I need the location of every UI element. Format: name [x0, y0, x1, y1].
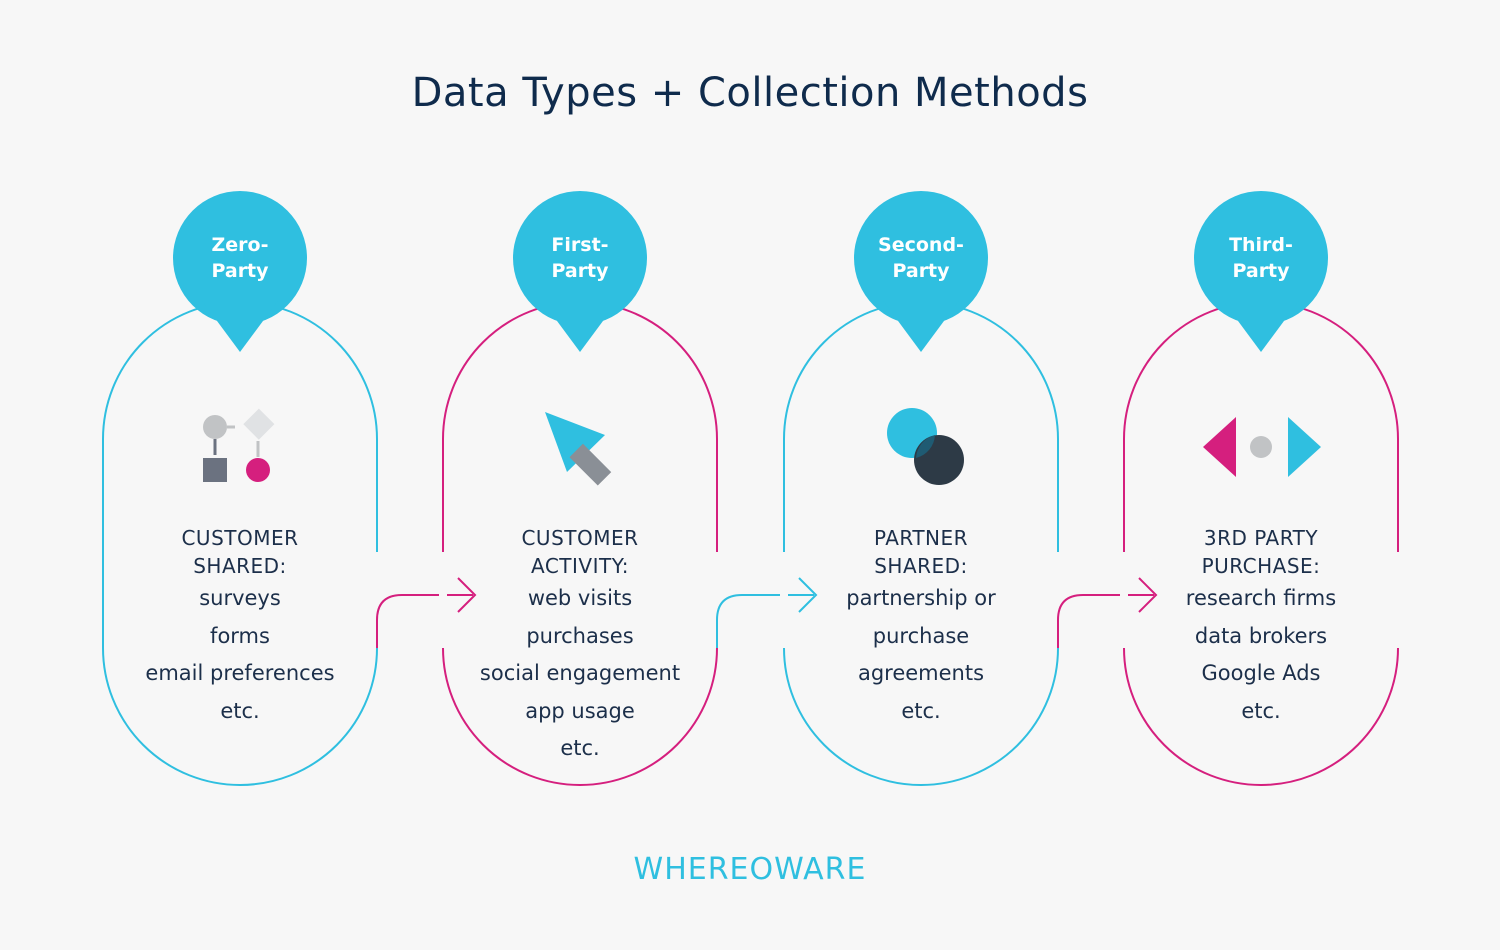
stage-heading: ACTIVITY: [530, 554, 629, 578]
stage-description: CUSTOMER SHARED: surveys forms email prefere… [110, 524, 370, 730]
whereoware-logo: WHEREOWARE [633, 852, 867, 887]
right-triangle [1288, 417, 1321, 477]
dot-shape [246, 458, 270, 482]
stage-heading: SHARED: [193, 554, 287, 578]
stage-list-item: purchase [872, 623, 970, 648]
connector-arrow [376, 594, 473, 648]
stage-heading: SHARED: [874, 554, 968, 578]
stage-card [780, 191, 1059, 786]
stage-card [102, 191, 378, 786]
stage-list-item: research firms [1185, 586, 1337, 610]
stage-type-label: Third- Party [1191, 232, 1331, 284]
stage-heading: CUSTOMER [521, 526, 639, 550]
pointer-shape [545, 412, 605, 472]
outline-gap [780, 552, 788, 648]
outline-gap [1120, 552, 1128, 648]
stage-description: 3RD PARTY PURCHASE: research firms data bro… [1131, 524, 1391, 730]
arrows-dot-icon [1203, 417, 1321, 477]
circle-shape [203, 415, 227, 439]
stage-list-item: etc. [560, 736, 600, 760]
connector-arrow [1057, 594, 1154, 648]
stage-list-item: email preferences [145, 661, 335, 685]
stage-heading: CUSTOMER [181, 526, 299, 550]
label-bubble [854, 191, 988, 325]
stage-list-item: app usage [525, 698, 635, 723]
overlapping-circles-icon [887, 408, 964, 485]
label-bubble [173, 191, 307, 325]
stage-type-label: First- Party [510, 232, 650, 284]
circle-b [914, 435, 964, 485]
page-title: Data Types + Collection Methods [411, 70, 1089, 116]
stage-list-item: forms [210, 623, 270, 648]
stage-list-item: surveys [199, 586, 281, 610]
arrowhead-icon [798, 577, 818, 613]
stage-type-line: Party [1232, 260, 1290, 282]
stage-list-item: etc. [901, 698, 941, 723]
stage-outline [1123, 301, 1399, 786]
label-bubble [513, 191, 647, 325]
stage-type-line: Party [551, 260, 609, 282]
stage-type-line: Zero- [211, 234, 269, 256]
stage-list-item: etc. [1241, 698, 1281, 723]
stage-list-item: social engagement [479, 661, 681, 685]
stage-list-item: partnership or [846, 586, 996, 610]
center-dot [1250, 436, 1272, 458]
stage-type-line: Third- [1229, 234, 1293, 256]
square-shape [203, 458, 227, 482]
pointer-tail [569, 443, 612, 486]
stage-type-line: Party [211, 260, 269, 282]
stage-outline [102, 301, 378, 786]
bubble-pointer [540, 298, 620, 352]
stage-heading: PARTNER [873, 526, 969, 550]
stage-description: PARTNER SHARED: partnership or purchase agre… [791, 524, 1051, 730]
cursor-icon [545, 412, 612, 486]
arrowhead-icon [1138, 577, 1158, 613]
bubble-pointer [1221, 298, 1301, 352]
stage-list-item: web visits [527, 586, 633, 610]
stage-outline [783, 301, 1059, 786]
shapes-icon [203, 408, 275, 482]
label-bubble [1194, 191, 1328, 325]
stage-list-item: agreements [857, 661, 985, 685]
diamond-shape [243, 408, 275, 440]
connector-arrow [716, 594, 814, 648]
stage-outline [442, 301, 718, 786]
circle-overlap [916, 435, 935, 458]
left-triangle [1203, 417, 1236, 477]
stage-list-item: purchases [526, 623, 634, 648]
arrowhead-icon [457, 577, 477, 613]
stage-heading: 3RD PARTY [1203, 526, 1319, 550]
stage-type-line: First- [551, 234, 609, 256]
stage-heading: PURCHASE: [1201, 554, 1321, 578]
stage-list-item: data brokers [1194, 623, 1328, 648]
stage-type-line: Second- [878, 234, 964, 256]
stage-type-label: Second- Party [851, 232, 991, 284]
stage-card [439, 191, 718, 786]
stage-description: CUSTOMER ACTIVITY: web visits purchases soci… [450, 524, 710, 768]
stage-card [1120, 191, 1399, 786]
stage-type-label: Zero- Party [170, 232, 310, 284]
stage-list-item: etc. [220, 698, 260, 723]
outline-gap [439, 552, 447, 648]
bubble-pointer [200, 298, 280, 352]
stage-type-line: Party [892, 260, 950, 282]
bubble-pointer [881, 298, 961, 352]
stage-list-item: Google Ads [1201, 661, 1321, 685]
